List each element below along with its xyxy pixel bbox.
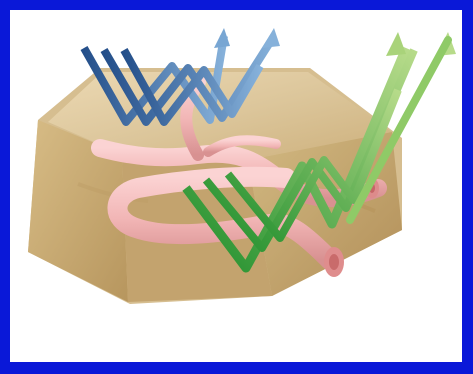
illustration-panel [10,10,462,362]
tissue-illustration [10,10,462,362]
